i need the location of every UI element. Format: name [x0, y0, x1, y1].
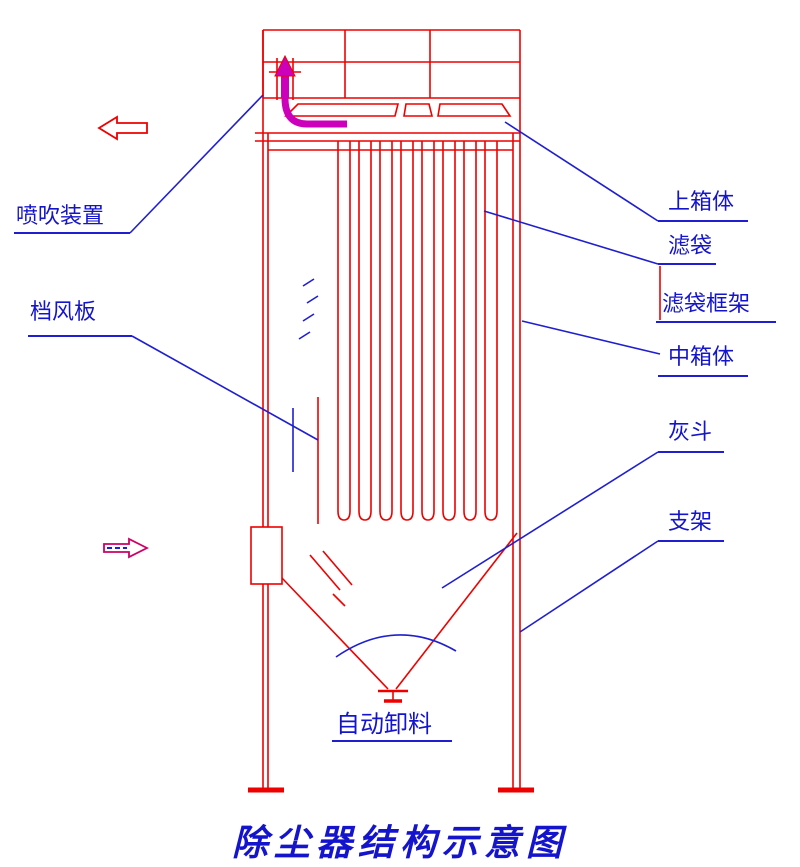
airflow-dashes — [298, 278, 319, 340]
pulse-arrow-up-icon — [274, 54, 296, 98]
diagram-title: 除尘器结构示意图 — [231, 822, 568, 864]
leader-lvdai — [483, 210, 716, 265]
label-support-frame: 支架 — [668, 509, 713, 534]
collector-housing — [248, 29, 534, 793]
filter-bag — [463, 141, 477, 521]
ash-hopper — [281, 532, 518, 690]
filter-bag — [421, 141, 435, 521]
leader-dangfengban — [28, 335, 319, 441]
label-filter-bag-cage: 滤袋框架 — [662, 291, 751, 316]
hopper-arc — [335, 634, 457, 658]
label-middle-box: 中箱体 — [668, 344, 735, 369]
leader-penchui — [14, 94, 264, 234]
label-ash-hopper: 灰斗 — [668, 419, 713, 444]
filter-bag — [358, 141, 372, 521]
filter-bag — [442, 141, 456, 521]
label-pulse-jet-device: 喷吹装置 — [16, 203, 105, 228]
leader-zhongxiangti — [521, 320, 748, 377]
discharge-fitting — [378, 689, 408, 703]
tube-sheet-deck — [255, 132, 520, 151]
label-filter-bag: 滤袋 — [668, 233, 713, 258]
label-wind-baffle: 档风板 — [30, 299, 97, 324]
annotation-lines — [14, 94, 776, 742]
leader-zhijia — [519, 540, 724, 633]
tube-sheet-plates — [284, 103, 512, 117]
outlet-arrow-left-icon — [97, 115, 148, 141]
filter-bag — [400, 141, 414, 521]
filter-bag — [379, 141, 393, 521]
inlet-arrow-right-icon — [103, 537, 150, 559]
filter-bag — [484, 141, 498, 521]
filter-bag — [337, 141, 351, 521]
leader-huidou — [441, 451, 724, 589]
label-auto-discharge: 自动卸料 — [336, 711, 432, 738]
pulse-jet-pipe — [269, 54, 347, 128]
inlet-duct-box — [250, 526, 283, 585]
upper-box-grid — [262, 29, 520, 99]
leader-shangxiangti — [504, 121, 748, 222]
filter-bags — [337, 141, 498, 521]
label-upper-box: 上箱体 — [668, 189, 735, 214]
